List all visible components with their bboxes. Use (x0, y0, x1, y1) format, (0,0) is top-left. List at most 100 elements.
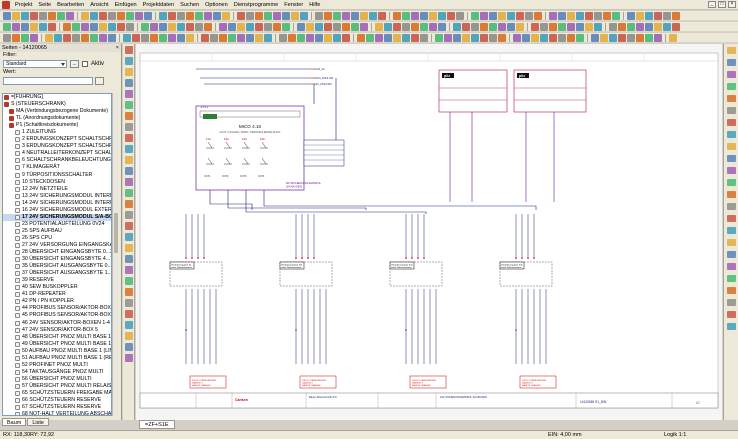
tool-icon[interactable] (124, 156, 133, 164)
tree-item[interactable]: 25 SPS AUFBAU (3, 228, 111, 235)
toolbar-icon[interactable] (177, 11, 185, 20)
tool-icon[interactable] (124, 123, 133, 131)
tool-icon[interactable] (726, 299, 736, 306)
toolbar-icon[interactable] (48, 22, 56, 31)
toolbar-icon[interactable] (219, 33, 227, 42)
document-tab[interactable]: =ZF+S1E (139, 420, 175, 429)
toolbar-icon[interactable] (72, 33, 80, 42)
tool-icon[interactable] (726, 167, 736, 174)
toolbar-icon[interactable] (141, 22, 149, 31)
tree-item[interactable]: 47 24V SENSOR/AKTOR-BOX 5 (3, 327, 111, 334)
toolbar-icon[interactable] (438, 22, 446, 31)
toolbar-icon[interactable] (513, 33, 521, 42)
tree-item[interactable]: 9 TÜRPOSITIONSSCHALTER (3, 172, 111, 179)
tool-icon[interactable] (124, 288, 133, 296)
tab-baum[interactable]: Baum (2, 418, 27, 426)
tool-icon[interactable] (726, 71, 736, 78)
toolbar-icon[interactable] (108, 22, 116, 31)
toolbar-icon[interactable] (540, 33, 548, 42)
schematic-drawing[interactable]: MICO 4.10 FAUS / FEHLER / FERN / FERNFEH… (136, 44, 722, 420)
toolbar-icon[interactable] (567, 11, 575, 20)
toolbar-icon[interactable] (3, 22, 11, 31)
toolbar-icon[interactable] (636, 22, 644, 31)
value-input[interactable] (3, 77, 104, 85)
toolbar-icon[interactable] (237, 33, 245, 42)
menu-optionen[interactable]: Optionen (205, 1, 228, 8)
tool-icon[interactable] (124, 211, 133, 219)
toolbar-icon[interactable] (498, 33, 506, 42)
toolbar-icon[interactable] (201, 33, 209, 42)
toolbar-icon[interactable] (333, 33, 341, 42)
toolbar-icon[interactable] (21, 11, 29, 20)
toolbar-icon[interactable] (195, 22, 203, 31)
toolbar-icon[interactable] (627, 33, 635, 42)
toolbar-icon[interactable] (609, 33, 617, 42)
toolbar-icon[interactable] (21, 33, 29, 42)
toolbar-icon[interactable] (168, 11, 176, 20)
toolbar-icon[interactable] (39, 11, 47, 20)
toolbar-icon[interactable] (342, 33, 350, 42)
toolbar-icon[interactable] (297, 22, 305, 31)
toolbar-icon[interactable] (342, 22, 350, 31)
toolbar-icon[interactable] (567, 22, 575, 31)
tree-item[interactable]: 4 NEUTRALLEITERKONZEPT SCHALTSCHRANK (3, 150, 111, 157)
menu-dienstprogramme[interactable]: Dienstprogramme (233, 1, 279, 8)
tool-icon[interactable] (726, 131, 736, 138)
toolbar-icon[interactable] (30, 22, 38, 31)
toolbar-icon[interactable] (126, 11, 134, 20)
tool-icon[interactable] (124, 299, 133, 307)
toolbar-icon[interactable] (489, 22, 497, 31)
toolbar-icon[interactable] (57, 11, 65, 20)
toolbar-icon[interactable] (498, 22, 506, 31)
tool-icon[interactable] (726, 311, 736, 318)
toolbar-icon[interactable] (177, 33, 185, 42)
toolbar-icon[interactable] (471, 33, 479, 42)
toolbar-icon[interactable] (48, 11, 56, 20)
toolbar-icon[interactable] (273, 22, 281, 31)
toolbar-icon[interactable] (507, 11, 515, 20)
toolbar-icon[interactable] (489, 11, 497, 20)
tool-icon[interactable] (124, 112, 133, 120)
tree-item[interactable]: 1 ZULEITUNG (3, 129, 111, 136)
toolbar-icon[interactable] (45, 33, 53, 42)
tool-icon[interactable] (726, 155, 736, 162)
tree-item[interactable]: S (STEUERSCHRANK) (3, 101, 111, 108)
tool-icon[interactable] (124, 343, 133, 351)
toolbar-icon[interactable] (420, 33, 428, 42)
toolbar-icon[interactable] (618, 33, 626, 42)
toolbar-icon[interactable] (315, 22, 323, 31)
filter-select[interactable]: Standard (3, 60, 67, 68)
tree-item[interactable]: 30 ÜBERSICHT EINGANGSBYTE 4...7 (3, 256, 111, 263)
toolbar-icon[interactable] (324, 33, 332, 42)
tree-item[interactable]: 68 NOT-HALT VERTEILUNG ABSCHALTUNG (3, 411, 111, 415)
menu-bearbeiten[interactable]: Bearbeiten (57, 1, 85, 8)
toolbar-icon[interactable] (291, 11, 299, 20)
toolbar-icon[interactable] (420, 22, 428, 31)
toolbar-icon[interactable] (81, 22, 89, 31)
tree-item[interactable]: 2 ERDUNGSKONZEPT SCHALTSCHRANK (3, 136, 111, 143)
toolbar-icon[interactable] (585, 11, 593, 20)
tree-item[interactable]: 51 AUFBAU PNOZ MULTI BASE 1 (RECHTS) (3, 355, 111, 362)
toolbar-icon[interactable] (654, 11, 662, 20)
tree-item[interactable]: 16 24V SICHERUNGSMODUL EXTERN 1 (3, 207, 111, 214)
toolbar-icon[interactable] (438, 11, 446, 20)
toolbar-icon[interactable] (393, 11, 401, 20)
close-icon[interactable]: × (115, 45, 119, 51)
tool-icon[interactable] (124, 101, 133, 109)
toolbar-icon[interactable] (186, 33, 194, 42)
toolbar-icon[interactable] (360, 11, 368, 20)
tool-icon[interactable] (726, 323, 736, 330)
toolbar-icon[interactable] (264, 22, 272, 31)
toolbar-icon[interactable] (384, 22, 392, 31)
toolbar-icon[interactable] (402, 22, 410, 31)
toolbar-icon[interactable] (159, 11, 167, 20)
toolbar-icon[interactable] (558, 33, 566, 42)
tool-icon[interactable] (124, 354, 133, 362)
toolbar-icon[interactable] (594, 11, 602, 20)
tool-icon[interactable] (124, 310, 133, 318)
menu-ansicht[interactable]: Ansicht (90, 1, 109, 8)
toolbar-icon[interactable] (429, 22, 437, 31)
filter-edit-button[interactable]: ... (70, 60, 79, 68)
toolbar-icon[interactable] (279, 33, 287, 42)
toolbar-icon[interactable] (435, 33, 443, 42)
